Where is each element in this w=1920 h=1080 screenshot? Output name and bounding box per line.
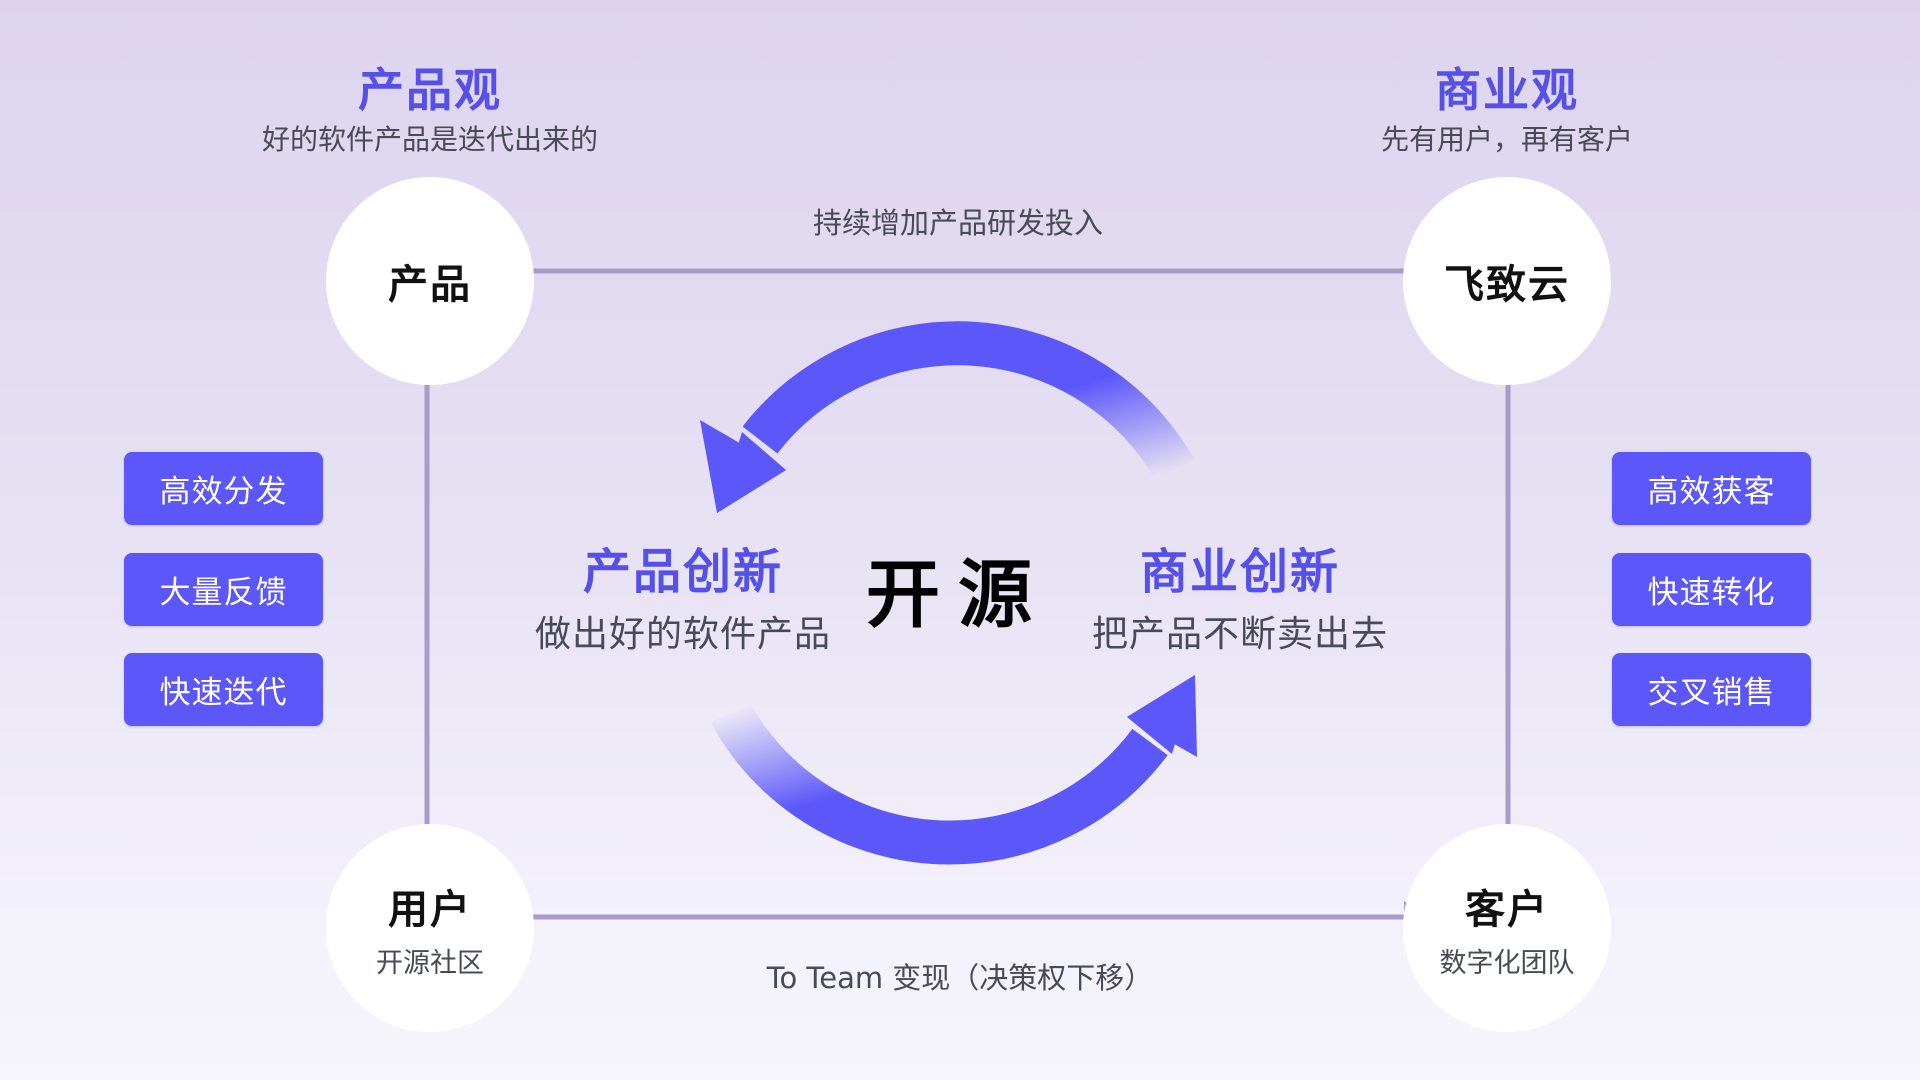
tag-fast-conversion: 快速转化 (1612, 553, 1811, 626)
tag-cross-selling: 交叉销售 (1612, 653, 1811, 726)
edge-label-rd-investment: 持续增加产品研发投入 (812, 206, 1103, 240)
node-product: 产品 (326, 177, 534, 385)
node-users: 用户 开源社区 (326, 824, 534, 1032)
product-innovation-title: 产品创新 (582, 544, 783, 600)
node-company-title: 飞致云 (1444, 262, 1570, 308)
tag-efficient-distribution: 高效分发 (124, 452, 323, 525)
tag-efficient-acquisition: 高效获客 (1612, 452, 1811, 525)
node-product-title: 产品 (388, 262, 472, 308)
tag-massive-feedback: 大量反馈 (124, 553, 323, 626)
connector-users-to-product (411, 322, 443, 855)
node-customers-subtitle: 数字化团队 (1439, 947, 1575, 979)
node-users-subtitle: 开源社区 (376, 947, 484, 979)
edge-label-to-team: To Team 变现（决策权下移） (766, 961, 1154, 995)
connector-users-to-customers (516, 901, 1432, 933)
node-users-title: 用户 (388, 886, 472, 933)
business-innovation-subtitle: 把产品不断卖出去 (1091, 614, 1388, 655)
node-customers-title: 客户 (1465, 886, 1549, 933)
business-view-title: 商业观 (1435, 63, 1579, 117)
product-view-subtitle: 好的软件产品是迭代出来的 (261, 123, 598, 156)
business-view-subtitle: 先有用户，再有客户 (1380, 123, 1633, 156)
tag-fast-iteration: 快速迭代 (124, 653, 323, 726)
connector-customers-to-company (1492, 322, 1524, 855)
node-customers: 客户 数字化团队 (1403, 824, 1611, 1032)
connector-company-to-product (498, 255, 1415, 287)
node-company: 飞致云 (1403, 177, 1611, 385)
product-innovation-subtitle: 做出好的软件产品 (534, 614, 831, 655)
cycle-arrow-upper (700, 321, 1195, 513)
product-view-title: 产品观 (358, 63, 502, 117)
open-source-title: 开源 (866, 552, 1050, 638)
business-innovation-title: 商业创新 (1139, 544, 1340, 600)
cycle-arrow-lower (710, 675, 1197, 865)
